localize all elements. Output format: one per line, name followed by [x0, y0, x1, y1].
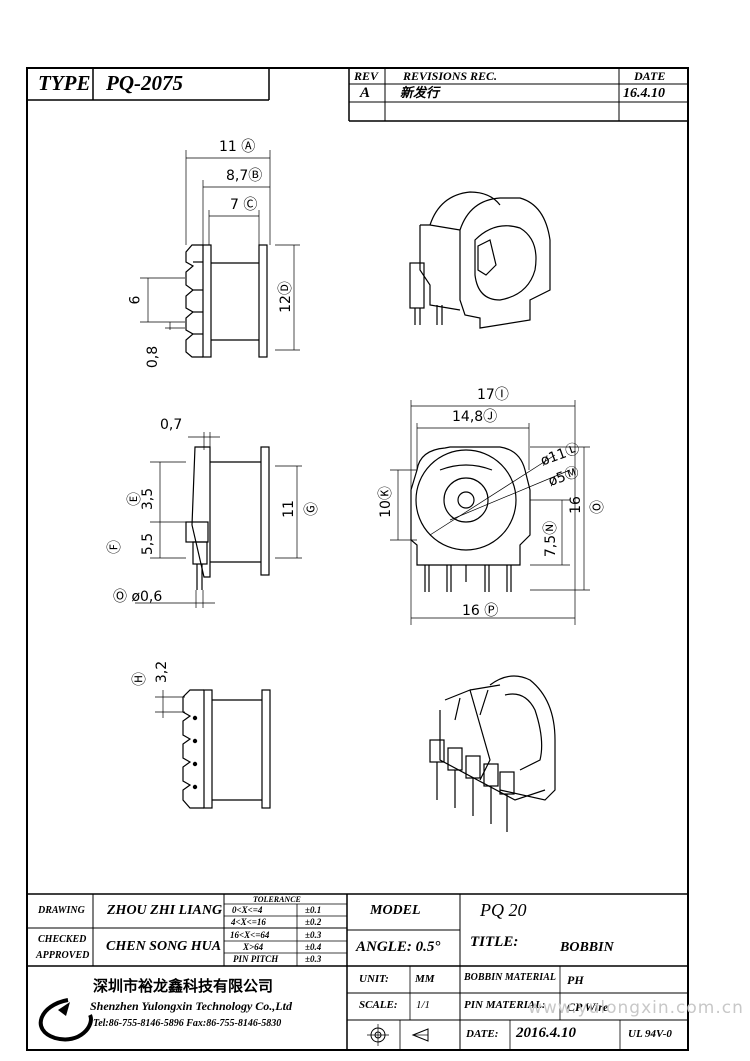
tolerance-value: ±0.3 [305, 930, 322, 940]
bobbin-material-label: BOBBIN MATERIAL [464, 972, 556, 983]
unit-label: UNIT: [359, 973, 389, 985]
dim-E-label: Ⓔ [127, 492, 143, 506]
dim-16-P: 16 Ⓟ [462, 603, 499, 619]
company-name-en: Shenzhen Yulongxin Technology Co.,Ltd [90, 999, 292, 1013]
drawing-label: DRAWING [38, 905, 85, 916]
dim-17-I: 17Ⓘ [477, 387, 509, 403]
unit-value: MM [415, 973, 435, 985]
pin-material-label: PIN MATERIAL: [464, 999, 546, 1011]
model-label: MODEL [370, 903, 421, 918]
scale-value: 1/1 [416, 999, 431, 1011]
dim-H-label: Ⓗ [132, 672, 148, 686]
dim-5-5: 5,5 [140, 532, 157, 556]
dim-3-2: 3,2 [154, 660, 171, 684]
dim-7-C: 7 Ⓒ [230, 197, 258, 213]
scale-label: SCALE: [359, 999, 398, 1011]
dim-12-D: 12Ⓓ [277, 281, 294, 313]
company-name-cn: 深圳市裕龙鑫科技有限公司 [93, 977, 274, 995]
dim-O-label: Ⓞ [590, 500, 606, 514]
tolerance-range: PIN PITCH [233, 954, 279, 964]
title-label: TITLE: [470, 934, 519, 950]
tolerance-range: 4<X<=16 [231, 917, 266, 927]
dim-11-A: 11 Ⓐ [219, 139, 256, 155]
revision-text: 新发行 [400, 86, 440, 101]
tolerance-range: 16<X<=64 [230, 930, 270, 940]
rev-value: A [360, 85, 371, 101]
ul-rating: UL 94V-0 [628, 1028, 672, 1040]
dim-16-O: 16 [567, 496, 584, 514]
tolerance-range: X>64 [243, 942, 264, 952]
bobbin-material-value: PH [567, 973, 584, 987]
revision-date: 16.4.10 [623, 86, 665, 101]
rev-label: REV [354, 69, 379, 83]
dim-6: 6 [127, 295, 144, 305]
revisions-label: REVISIONS REC. [403, 69, 498, 83]
tolerance-value: ±0.3 [305, 954, 322, 964]
dim-7-5-N: 7,5Ⓝ [543, 520, 560, 558]
dim-14-8-J: 14,8Ⓙ [452, 409, 498, 425]
dim-3-5: 3,5 [140, 487, 157, 511]
dim-pin-diameter: Ⓞ ø0,6 [113, 589, 163, 605]
watermark: www.yulongxin.com.cn [528, 998, 744, 1018]
date-header-label: DATE [634, 69, 666, 83]
tolerance-label: TOLERANCE [253, 895, 301, 904]
dim-8-7-B: 8,7Ⓑ [226, 168, 263, 184]
drawing-value: ZHOU ZHI LIANG [107, 903, 223, 918]
title-value: BOBBIN [560, 940, 614, 955]
dim-0-7: 0,7 [160, 417, 183, 433]
tolerance-value: ±0.4 [305, 942, 322, 952]
type-value: PQ-2075 [106, 71, 183, 95]
date-value: 2016.4.10 [516, 1025, 576, 1041]
tolerance-value: ±0.2 [305, 917, 322, 927]
pin-material-value: CP Wire [567, 1000, 609, 1014]
tolerance-range: 0<X<=4 [232, 905, 263, 915]
dim-10-K: 10Ⓚ [377, 486, 394, 518]
date-label: DATE: [466, 1028, 499, 1040]
dim-G-label: Ⓖ [304, 502, 320, 516]
dim-F-label: Ⓕ [107, 540, 123, 554]
approved-label: APPROVED [36, 950, 90, 961]
type-label: TYPE [38, 71, 91, 95]
dim-0-8: 0,8 [145, 345, 162, 369]
company-contact: Tel:86-755-8146-5896 Fax:86-755-8146-583… [93, 1018, 282, 1029]
dim-11-G: 11 [280, 500, 297, 518]
model-value: PQ 20 [480, 900, 527, 920]
checked-value: CHEN SONG HUA [106, 939, 222, 954]
tolerance-value: ±0.1 [305, 905, 322, 915]
checked-label: CHECKED [38, 934, 87, 945]
angle-label: ANGLE: 0.5° [356, 939, 441, 955]
